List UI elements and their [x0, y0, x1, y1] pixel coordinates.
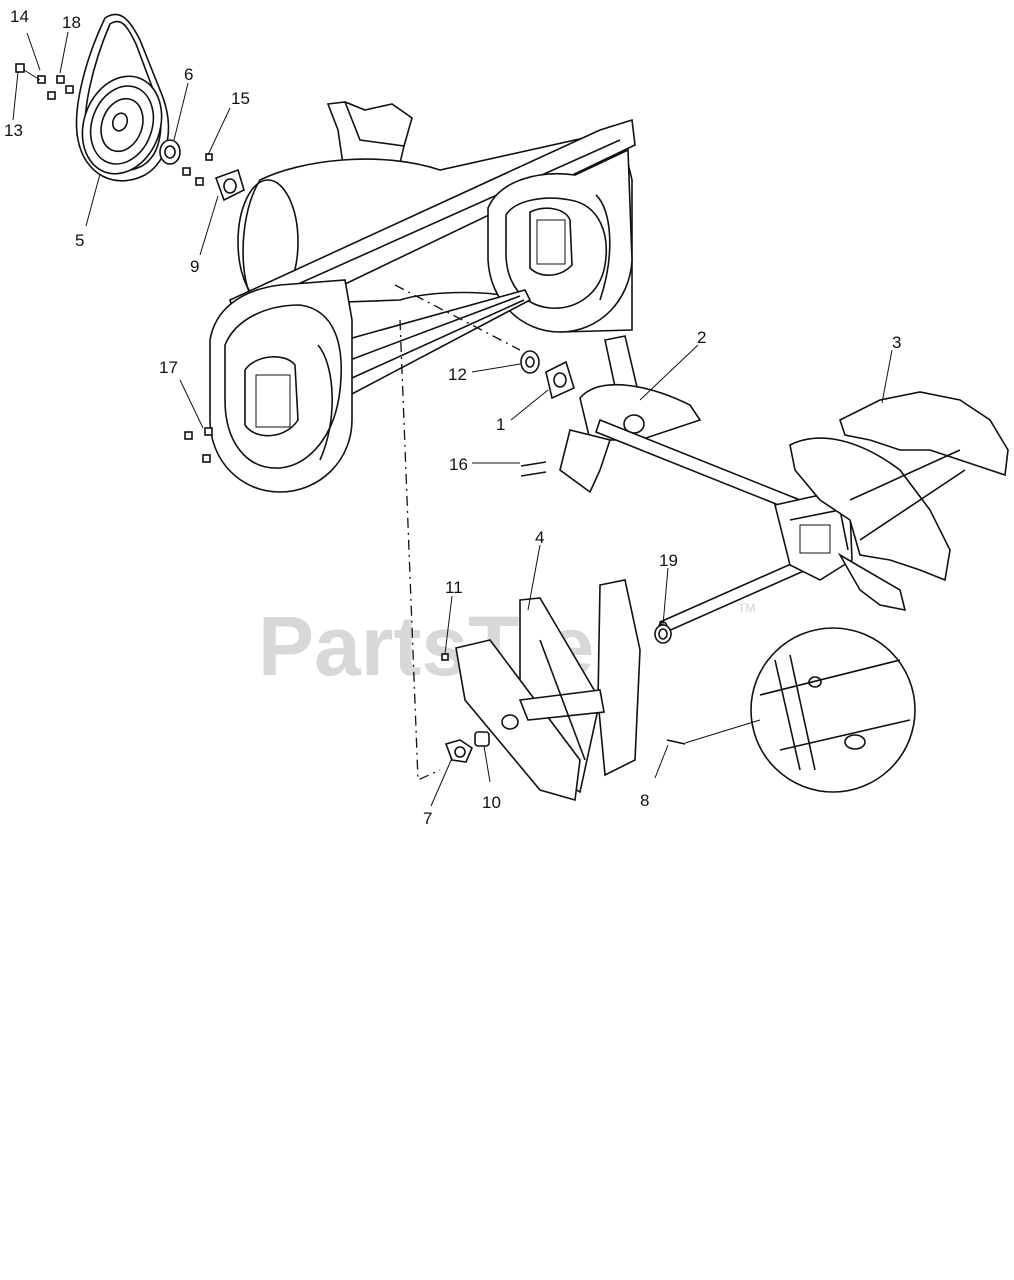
shear-pin[interactable] — [666, 739, 686, 745]
callout-5: 5 — [75, 231, 84, 250]
callout-19: 19 — [659, 551, 678, 570]
shear-pins[interactable] — [520, 461, 547, 477]
bearing[interactable] — [520, 350, 540, 374]
callout-7: 7 — [423, 809, 432, 828]
callout-1: 1 — [496, 415, 505, 434]
washer[interactable] — [654, 624, 672, 644]
callout-16: 16 — [449, 455, 468, 474]
bolt-hardware[interactable] — [15, 63, 74, 100]
callout-4: 4 — [535, 528, 544, 547]
auger-left[interactable] — [455, 579, 641, 802]
callout-17: 17 — [159, 358, 178, 377]
detail-inset — [684, 627, 916, 793]
callout-labels: 14 18 13 6 15 5 9 17 12 1 2 3 16 4 19 11… — [4, 7, 901, 828]
auger-right[interactable] — [789, 391, 1009, 612]
callout-15: 15 — [231, 89, 250, 108]
housing-hardware[interactable] — [184, 427, 213, 463]
watermark-trademark: TM — [738, 601, 755, 615]
auger-housing — [209, 101, 636, 493]
belt-and-pulley[interactable] — [69, 13, 175, 185]
impeller[interactable] — [559, 335, 702, 494]
callout-11: 11 — [445, 578, 463, 597]
bearing-hub[interactable] — [159, 139, 204, 186]
wing-nut[interactable] — [444, 739, 473, 763]
callout-3: 3 — [892, 333, 901, 352]
callout-14: 14 — [10, 7, 29, 26]
callout-18: 18 — [62, 13, 81, 32]
callout-9: 9 — [190, 257, 199, 276]
callout-13: 13 — [4, 121, 23, 140]
pin[interactable] — [441, 653, 449, 661]
callout-10: 10 — [482, 793, 501, 812]
callout-8: 8 — [640, 791, 649, 810]
callout-12: 12 — [448, 365, 467, 384]
leader-lines — [12, 31, 893, 807]
callout-6: 6 — [184, 65, 193, 84]
flange[interactable] — [545, 360, 575, 400]
bearing-flange[interactable] — [205, 153, 245, 202]
spacer[interactable] — [474, 731, 490, 747]
callout-2: 2 — [697, 328, 706, 347]
assembly-lines — [394, 284, 521, 781]
